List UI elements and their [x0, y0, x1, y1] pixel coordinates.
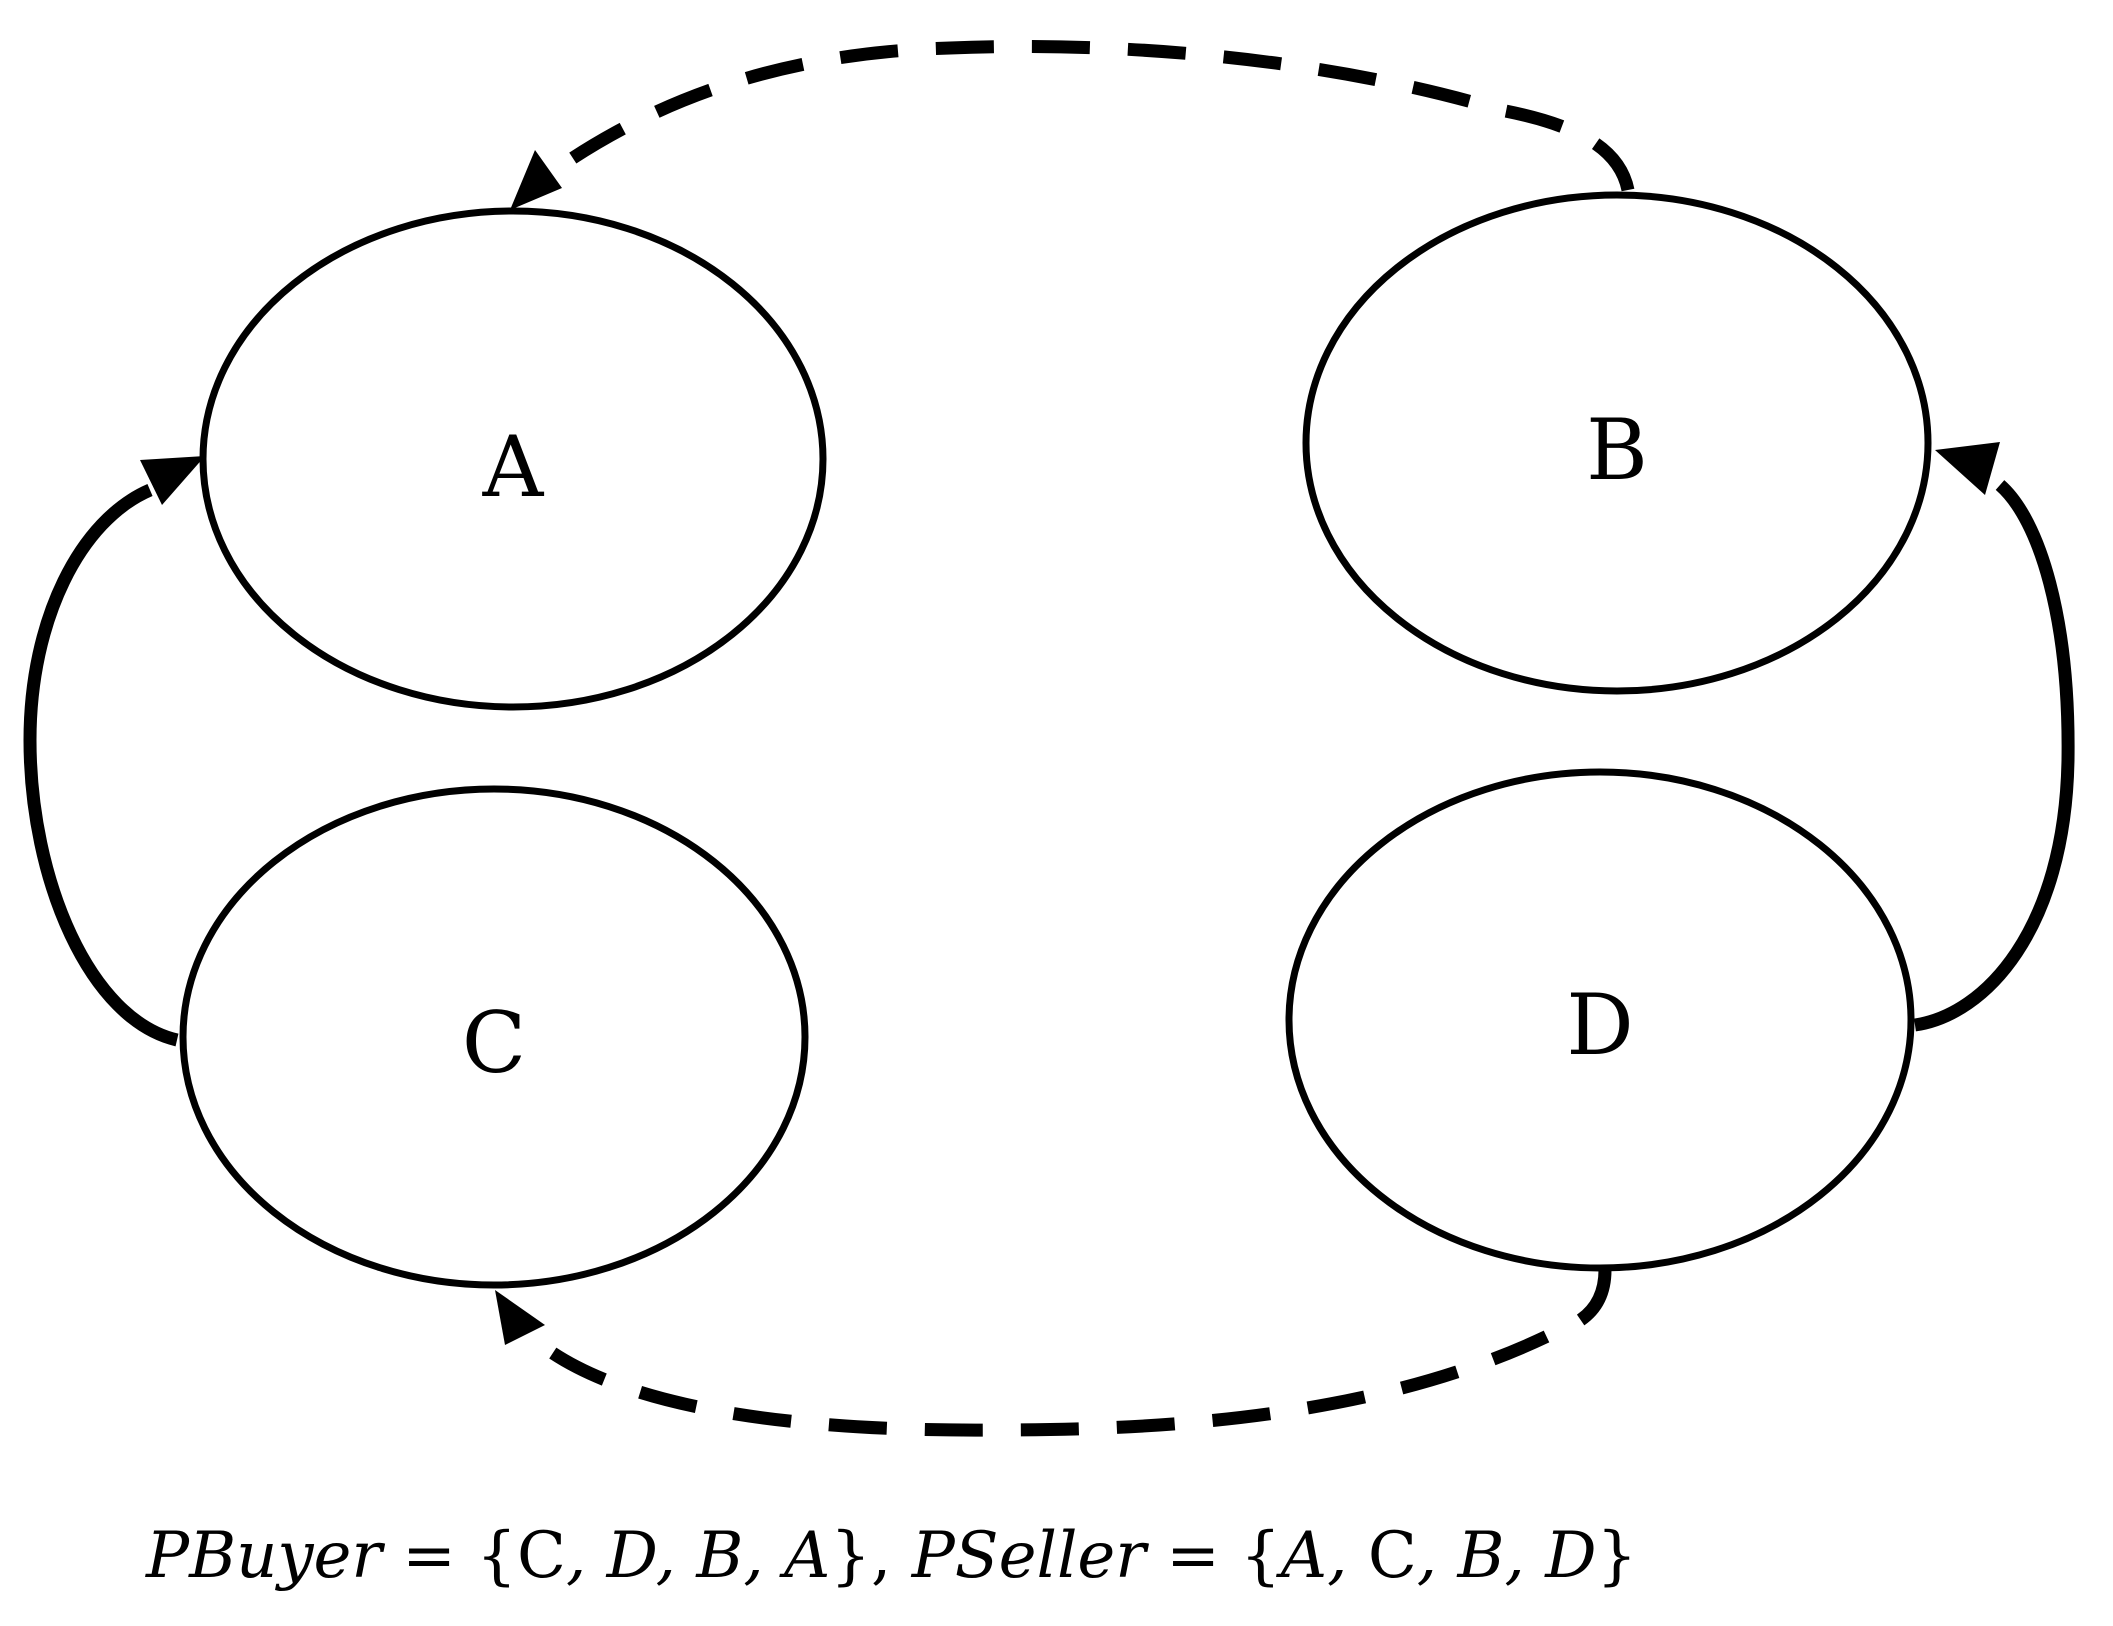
arrowhead-into-a — [140, 456, 205, 505]
caption-close-2: } — [1596, 1519, 1638, 1593]
node-b-label: B — [1586, 401, 1648, 499]
arrowhead-into-b — [1935, 442, 2000, 495]
edge-c-to-a-solid — [23, 484, 179, 1047]
pseller-c: C — [1367, 1519, 1417, 1593]
pseller-first: A, — [1280, 1519, 1368, 1593]
edge-d-to-b-solid — [1913, 480, 2075, 1032]
pbuyer-name: PBuyer — [146, 1519, 382, 1593]
pbuyer-first: C — [516, 1519, 566, 1593]
arrowhead-into-c — [495, 1290, 545, 1345]
preference-caption: PBuyer = {C, D, B, A}, PSeller = {A, C, … — [146, 1506, 1946, 1606]
pseller-rest: , B, D — [1416, 1519, 1597, 1593]
node-c: C — [179, 785, 809, 1289]
node-a-label: A — [482, 418, 545, 516]
caption-equals-1: = { — [381, 1519, 517, 1593]
node-c-label: C — [462, 994, 526, 1092]
node-d-label: D — [1566, 976, 1633, 1074]
pseller-name: PSeller — [911, 1519, 1146, 1593]
edge-d-to-c-dashed — [530, 1269, 1612, 1437]
arrowhead-into-a-top — [510, 150, 562, 210]
node-b: B — [1302, 191, 1932, 695]
node-a: A — [199, 207, 827, 711]
caption-equals-2: = { — [1145, 1519, 1281, 1593]
pbuyer-rest: , D, B, A — [565, 1519, 831, 1593]
edge-b-to-a-dashed — [551, 40, 1635, 192]
node-d: D — [1285, 768, 1915, 1272]
caption-close-1: }, — [830, 1519, 912, 1593]
